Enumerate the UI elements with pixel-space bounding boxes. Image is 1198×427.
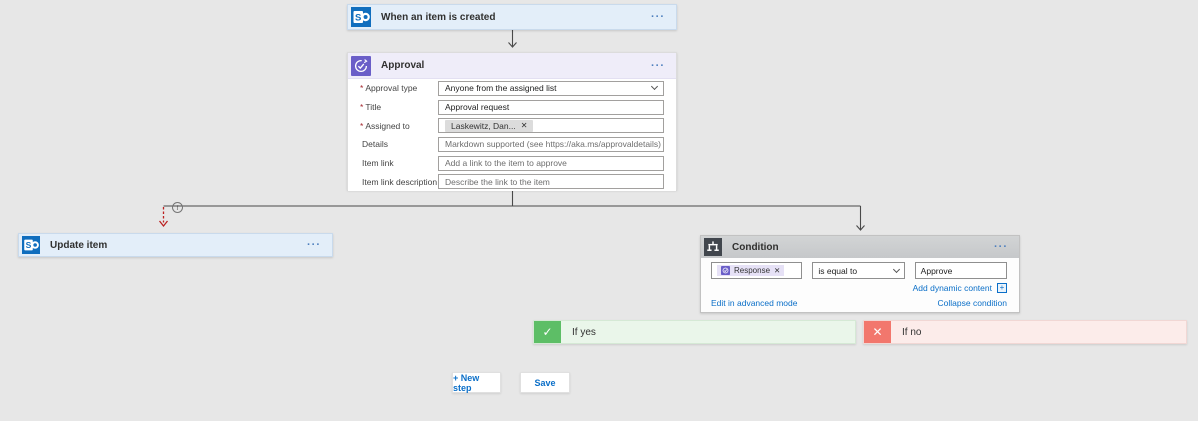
field-row-approval-type: *Approval type Anyone from the assigned …: [348, 79, 676, 98]
person-chip[interactable]: Laskewitz, Dan... ✕: [445, 119, 534, 132]
item-link-description-placeholder: Describe the link to the item: [445, 176, 550, 187]
update-item-menu-button[interactable]: ···: [307, 239, 321, 251]
approval-card-menu-button[interactable]: ···: [651, 59, 665, 72]
add-dynamic-content-row: Add dynamic content +: [711, 283, 1007, 293]
condition-operand2-input[interactable]: Approve: [914, 262, 1007, 279]
svg-text:S: S: [26, 240, 32, 250]
item-link-description-input[interactable]: Describe the link to the item: [438, 174, 664, 190]
required-marker: *: [360, 102, 364, 112]
item-link-input[interactable]: Add a link to the item to approve: [438, 155, 664, 171]
condition-menu-button[interactable]: ···: [994, 241, 1008, 253]
condition-card-title: Condition: [732, 241, 779, 253]
svg-text:S: S: [355, 13, 361, 24]
condition-operand2-value: Approve: [920, 265, 953, 276]
chevron-down-icon: [650, 83, 659, 91]
sharepoint-icon: S: [22, 236, 40, 254]
if-no-label: If no: [902, 326, 922, 338]
field-label: *Approval type: [360, 83, 438, 93]
cross-icon: ✕: [864, 321, 891, 343]
details-input[interactable]: Markdown supported (see https://aka.ms/a…: [438, 136, 664, 152]
field-label-text: Item link description: [362, 176, 438, 187]
check-icon: ✓: [534, 321, 561, 343]
condition-card: Condition ··· Response ✕: [700, 235, 1020, 313]
approval-card-title: Approval: [381, 60, 425, 71]
update-item-card[interactable]: S Update item ···: [18, 233, 333, 257]
collapse-condition-link[interactable]: Collapse condition: [937, 298, 1007, 308]
add-dynamic-content-link[interactable]: Add dynamic content: [912, 283, 992, 293]
approval-type-value: Anyone from the assigned list: [445, 83, 557, 94]
response-token-label: Response: [734, 266, 771, 275]
red-dashed-arrow: [158, 207, 169, 228]
approval-type-dropdown[interactable]: Anyone from the assigned list: [438, 80, 664, 96]
condition-operand1-input[interactable]: Response ✕: [711, 262, 803, 279]
field-row-title: *Title Approval request: [348, 98, 676, 117]
field-label: *Title: [360, 102, 438, 112]
field-label: Details: [360, 139, 438, 149]
field-label-text: Assigned to: [365, 120, 410, 131]
field-row-item-link-description: Item link description Describe the link …: [348, 172, 676, 191]
if-yes-branch[interactable]: ✓ If yes: [533, 320, 856, 344]
approvals-token-icon: [721, 266, 730, 275]
info-icon[interactable]: i: [172, 202, 183, 213]
if-no-branch[interactable]: ✕ If no: [863, 320, 1187, 344]
title-value: Approval request: [445, 102, 510, 112]
field-row-item-link: Item link Add a link to the item to appr…: [348, 154, 676, 173]
trigger-card-title: When an item is created: [381, 11, 496, 23]
assigned-to-input[interactable]: Laskewitz, Dan... ✕: [438, 118, 664, 134]
field-row-details: Details Markdown supported (see https://…: [348, 135, 676, 154]
condition-card-header[interactable]: Condition ···: [701, 236, 1019, 258]
item-link-placeholder: Add a link to the item to approve: [445, 158, 567, 169]
approval-card-header[interactable]: Approval ···: [348, 53, 676, 79]
if-yes-label: If yes: [572, 326, 596, 338]
add-dynamic-content-icon[interactable]: +: [997, 283, 1007, 293]
field-label: *Assigned to: [360, 121, 438, 131]
condition-operator-value: is equal to: [818, 265, 858, 276]
approval-card-body: *Approval type Anyone from the assigned …: [348, 79, 676, 191]
sharepoint-icon: S: [351, 7, 371, 27]
approval-card: Approval ··· *Approval type Anyone from …: [347, 52, 677, 191]
field-label-text: Item link: [362, 158, 394, 169]
approvals-icon: [351, 55, 371, 76]
field-label: Item link description: [360, 177, 438, 187]
new-step-button[interactable]: + New step: [452, 372, 501, 393]
response-token[interactable]: Response ✕: [717, 265, 785, 276]
field-label: Item link: [360, 158, 438, 168]
condition-operator-dropdown[interactable]: is equal to: [812, 262, 905, 279]
condition-card-body: Response ✕ is equal to Approve Add dynam…: [701, 258, 1019, 308]
person-chip-name: Laskewitz, Dan...: [451, 120, 516, 131]
trigger-card-when-item-created[interactable]: S When an item is created ···: [347, 4, 677, 30]
required-marker: *: [360, 83, 364, 94]
update-item-card-title: Update item: [50, 239, 108, 251]
condition-inputs-row: Response ✕ is equal to Approve: [711, 262, 1007, 279]
bottom-strip: [0, 421, 1198, 427]
edit-advanced-mode-link[interactable]: Edit in advanced mode: [711, 298, 798, 308]
details-placeholder: Markdown supported (see https://aka.ms/a…: [445, 139, 661, 150]
chip-remove-icon[interactable]: ✕: [520, 121, 528, 131]
update-item-card-header[interactable]: S Update item ···: [19, 234, 332, 256]
field-label-text: Details: [362, 139, 388, 150]
trigger-card-header[interactable]: S When an item is created ···: [348, 5, 676, 29]
field-label-text: Title: [365, 102, 382, 112]
condition-icon: [704, 238, 722, 256]
chevron-down-icon: [892, 265, 900, 273]
save-button[interactable]: Save: [520, 372, 570, 393]
trigger-card-menu-button[interactable]: ···: [651, 11, 665, 23]
required-marker: *: [360, 120, 364, 131]
title-input[interactable]: Approval request: [438, 99, 664, 115]
token-remove-icon[interactable]: ✕: [774, 266, 781, 275]
condition-footer-links: Edit in advanced mode Collapse condition: [711, 298, 1007, 308]
field-label-text: Approval type: [365, 83, 418, 94]
field-row-assigned-to: *Assigned to Laskewitz, Dan... ✕: [348, 116, 676, 135]
